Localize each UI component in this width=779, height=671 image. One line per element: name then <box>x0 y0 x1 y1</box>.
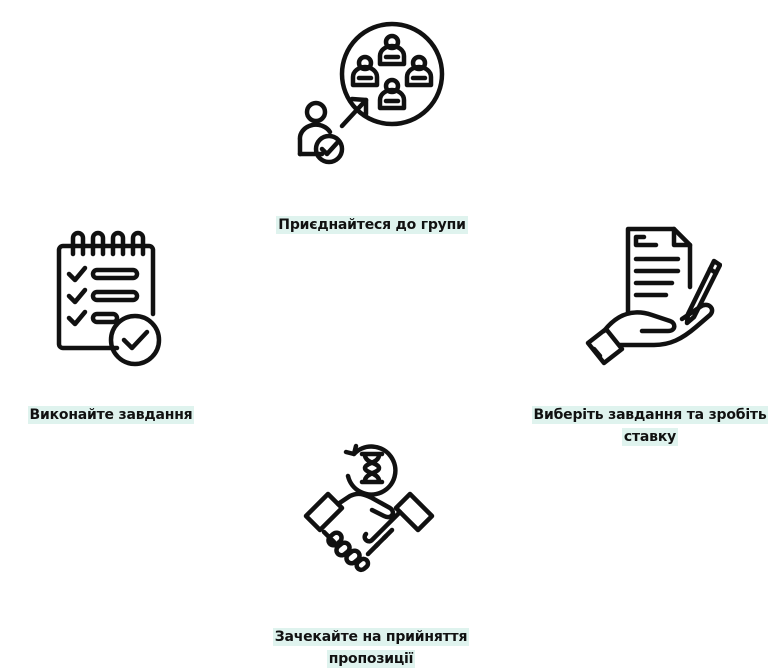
checklist-complete-icon <box>55 228 165 368</box>
handshake-hourglass-icon <box>302 442 436 580</box>
step-label-choose-task-bid-text: Виберіть завдання та зробіть ставку <box>531 406 769 446</box>
step-label-complete-tasks-text: Виконайте завдання <box>27 406 195 424</box>
step-label-wait-acceptance-text: Зачекайте на прийняття пропозиції <box>272 628 470 668</box>
step-label-join-group: Приєднайтеся до групи <box>232 214 512 236</box>
join-group-icon <box>296 20 446 170</box>
choose-task-and-bid-icon <box>582 225 722 367</box>
step-label-choose-task-bid: Виберіть завдання та зробіть ставку <box>530 404 770 448</box>
step-label-join-group-text: Приєднайтеся до групи <box>276 216 468 234</box>
step-label-complete-tasks: Виконайте завдання <box>6 404 216 426</box>
step-label-wait-acceptance: Зачекайте на прийняття пропозиції <box>246 626 496 670</box>
